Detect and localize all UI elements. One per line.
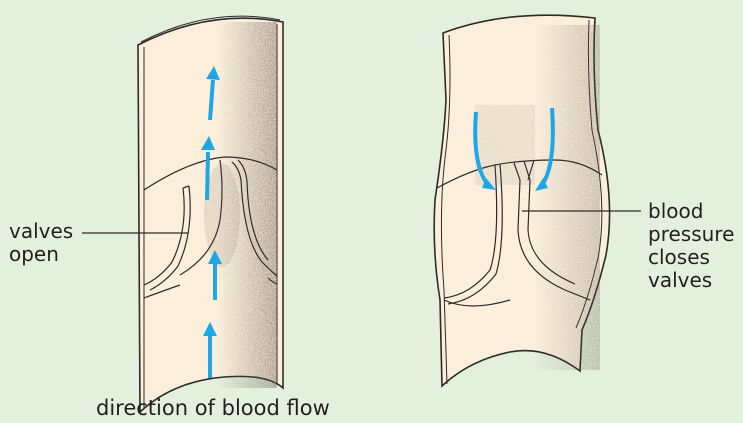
vein-closed-inner-left (440, 34, 451, 385)
label-closed-line-3: closes (648, 245, 710, 269)
backflow-arrow-right-head (535, 178, 548, 191)
arrow-up-4-head (206, 66, 220, 80)
label-closed-line-4: valves (648, 268, 713, 292)
vein-open (82, 15, 284, 414)
vein-closed (433, 14, 641, 388)
label-open-line-2: open (9, 242, 59, 266)
caption-direction-of-blood-flow: direction of blood flow (96, 396, 330, 420)
arrow-up-3-head (201, 136, 215, 150)
label-open-line-1: valves (9, 219, 74, 243)
arrow-up-2-head (208, 250, 222, 264)
arrow-up-3 (205, 151, 210, 201)
arrow-up-1-head (203, 322, 217, 336)
label-closed-line-2: pressure (648, 222, 735, 246)
blood-flow-arrows-up (201, 66, 222, 378)
valve-closed-blur (475, 105, 535, 185)
backflow-arrow-left-head (482, 178, 496, 190)
arrow-up-4 (208, 79, 215, 121)
vein-closed-shading (450, 25, 600, 370)
label-closed-line-1: blood (648, 199, 704, 223)
label-blood-pressure-closes-valves: blood pressure closes valves (648, 200, 734, 292)
label-valves-open: valves open (9, 220, 73, 266)
